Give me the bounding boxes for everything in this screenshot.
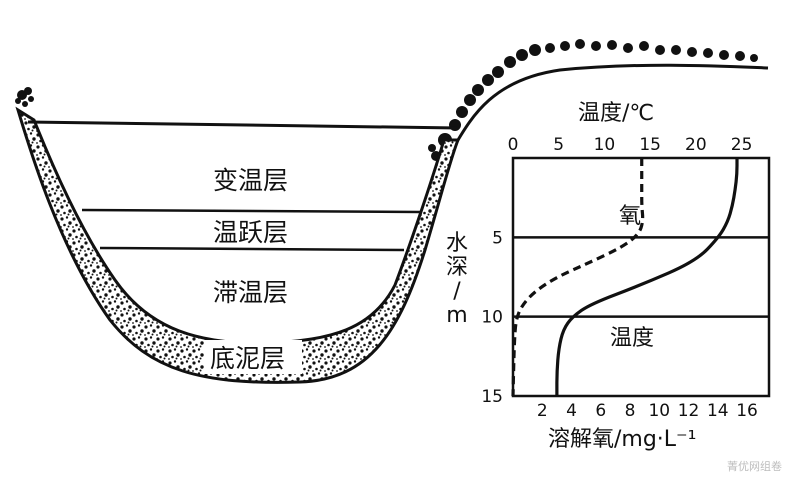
sediment-bed (15, 106, 461, 384)
left-axis-ticks: 5 10 15 (481, 228, 503, 407)
series-label-oxygen: 氧 (619, 204, 641, 229)
layer-label-sediment: 底泥层 (210, 344, 285, 373)
series-label-temperature: 温度 (610, 326, 654, 351)
layer-label-hypolimnion: 滞温层 (213, 278, 288, 307)
oxygen-curve (511, 158, 645, 397)
top-tick-label: 10 (594, 135, 616, 155)
top-tick-label: 0 (508, 135, 519, 155)
water-surface-line (27, 120, 459, 130)
bottom-tick-label: 4 (566, 401, 577, 421)
left-tick-label: 10 (481, 308, 503, 328)
thermocline-bottom-line (99, 246, 405, 252)
bottom-tick-label: 10 (648, 401, 670, 421)
top-axis-title: 温度/℃ (578, 101, 654, 126)
top-tick-label: 25 (731, 135, 753, 155)
bottom-tick-label: 12 (678, 401, 700, 421)
bottom-tick-label: 6 (595, 401, 606, 421)
series-lines (511, 158, 739, 397)
left-axis-title-char: 深 (446, 255, 468, 280)
bottom-tick-label: 2 (537, 401, 548, 421)
layer-label-epilimnion: 变温层 (213, 166, 288, 195)
left-axis-title-char: m (446, 303, 467, 328)
bank-vegetation (15, 87, 34, 107)
left-axis-title: 水深/m (446, 231, 468, 328)
sediment-label-backing (204, 340, 302, 374)
top-tick-label: 5 (553, 135, 564, 155)
temperature-curve (555, 158, 739, 396)
depth-gridlines (513, 236, 769, 318)
thermocline-top-line (81, 208, 421, 214)
plot-frame (511, 156, 771, 398)
bottom-tick-label: 14 (707, 401, 729, 421)
bottom-tick-label: 8 (625, 401, 636, 421)
top-tick-label: 15 (639, 135, 661, 155)
layer-label-thermocline: 温跃层 (213, 218, 288, 247)
left-axis-title-char: / (453, 279, 461, 304)
lake-diagram: 变温层 温跃层 滞温层 底泥层 (15, 39, 769, 384)
watermark: 菁优网组卷 (727, 459, 782, 473)
bottom-axis-title: 溶解氧/mg·L⁻¹ (548, 427, 697, 452)
right-bank-line (450, 63, 769, 151)
top-tick-label: 20 (685, 135, 707, 155)
left-tick-label: 5 (492, 228, 503, 248)
left-axis-title-char: 水 (446, 231, 468, 256)
bottom-tick-label: 16 (736, 401, 758, 421)
left-tick-label: 15 (481, 387, 503, 407)
top-axis-ticks: 0 5 10 15 20 25 (508, 135, 753, 155)
